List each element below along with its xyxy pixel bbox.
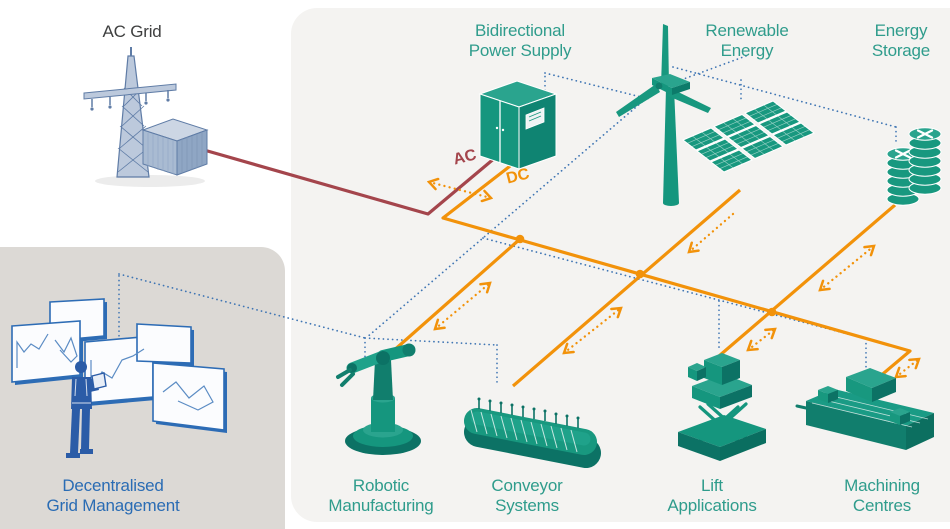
power-cabinet-icon	[478, 80, 558, 170]
label-renewable-energy: Renewable Energy	[705, 21, 789, 61]
operator-icon	[66, 361, 107, 458]
label-conveyor-systems: Conveyor Systems	[491, 476, 563, 516]
dc-junction-dot	[767, 307, 777, 317]
ac-power-line	[203, 148, 498, 216]
wind-turbine-icon	[616, 24, 711, 206]
cnc-machine-icon	[795, 368, 934, 450]
scissor-lift-icon	[678, 353, 766, 461]
label-energy-storage: Energy Storage	[871, 21, 931, 61]
label-decentralised-grid-management: Decentralised Grid Management	[46, 476, 180, 516]
conveyor-belt-icon	[464, 397, 601, 468]
dc-junction-dots	[515, 234, 777, 317]
label-bidirectional-power-supply: Bidirectional Power Supply	[468, 21, 572, 61]
control-monitors-icon	[11, 298, 227, 433]
power-flow-arrows	[429, 182, 919, 377]
communication-lines	[118, 55, 897, 383]
dc-junction-dot	[635, 269, 645, 279]
transmission-tower-icon	[83, 47, 205, 187]
robot-arm-icon	[336, 343, 421, 455]
label-ac-grid: AC Grid	[102, 22, 162, 41]
label-lift-applications: Lift Applications	[667, 476, 757, 516]
battery-stacks-icon	[886, 127, 942, 206]
transformer-icon	[141, 118, 209, 176]
tablet-icon	[91, 372, 107, 390]
label-robotic-manufacturing: Robotic Manufacturing	[328, 476, 434, 516]
label-machining-centres: Machining Centres	[844, 476, 920, 516]
dc-junction-dot	[515, 234, 525, 244]
